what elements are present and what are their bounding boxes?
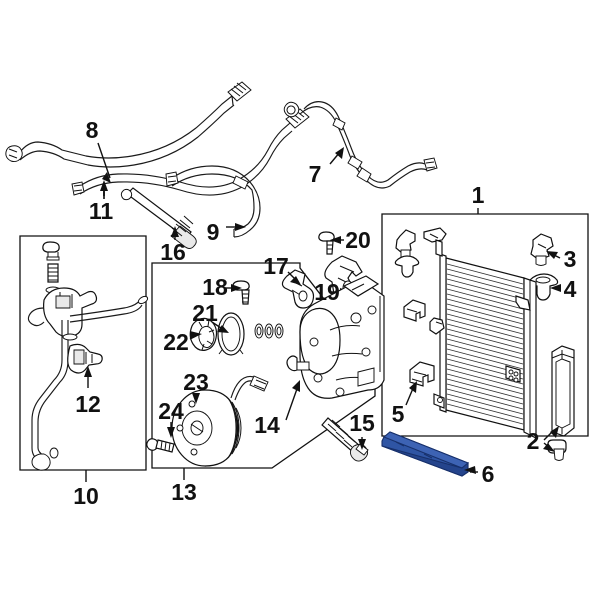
callout-16: [171, 226, 179, 240]
callout-label-14: 14: [254, 412, 280, 438]
part-upper-left-bracket: [395, 229, 416, 259]
callout-label-12: 12: [75, 391, 101, 417]
callout-2: [543, 426, 559, 452]
callout-label-17: 17: [263, 253, 289, 279]
callout-17: [287, 271, 301, 285]
callout-label-19: 19: [314, 279, 340, 305]
callout-label-20: 20: [345, 227, 371, 253]
callout-label-24: 24: [158, 398, 184, 424]
callout-label-7: 7: [309, 161, 322, 187]
part-2-receiver-drier: [551, 345, 575, 437]
part-24-clutch-bolt: [146, 438, 175, 453]
callout-18: [226, 284, 242, 292]
callout-label-3: 3: [564, 246, 577, 272]
part-14-compressor: [286, 275, 385, 399]
part-11-suction-line-lower: [71, 108, 310, 196]
panel-10-evaporator: [19, 235, 147, 471]
callout-7: [329, 147, 344, 165]
callout-12: [84, 366, 92, 388]
part-8-suction-line-upper: [5, 81, 252, 168]
callout-label-2: 2: [527, 428, 540, 454]
callout-label-8: 8: [86, 117, 99, 143]
callout-label-16: 16: [160, 239, 186, 265]
part-9-liquid-line: [165, 165, 261, 238]
callout-label-13: 13: [171, 479, 197, 505]
part-22-shim-plate: [189, 317, 218, 351]
callout-label-22: 22: [163, 329, 189, 355]
part-10-evaporator-lines: [27, 241, 149, 471]
callout-20: [330, 236, 344, 244]
part-6-condenser-lower-seal[interactable]: [381, 431, 470, 477]
part-15-mount-bolt: [321, 417, 369, 462]
part-18-bolt: [232, 280, 250, 305]
part-mid-left-cushion: [403, 299, 426, 322]
callout-label-5: 5: [392, 401, 405, 427]
callout-23: [192, 393, 200, 404]
callout-9: [226, 223, 246, 231]
callout-24: [167, 422, 175, 438]
callout-label-6: 6: [482, 461, 495, 487]
part-20-bolt: [318, 231, 335, 255]
callout-22: [189, 331, 202, 340]
callout-5: [405, 381, 417, 406]
callout-21: [211, 321, 229, 333]
callout-14: [285, 380, 300, 421]
callout-15: [358, 437, 366, 450]
callout-label-4: 4: [564, 276, 577, 302]
part-o-ring-set: [254, 323, 284, 339]
part-23-clutch-pulley: [171, 375, 269, 467]
callout-label-11: 11: [89, 198, 114, 224]
part-3-upper-bracket: [530, 233, 554, 266]
condenser-fins: [446, 263, 524, 425]
callout-11-arrow: [100, 180, 108, 196]
callout-label-21: 21: [192, 300, 218, 326]
callout-label-18: 18: [202, 274, 228, 300]
callout-label-23: 23: [183, 369, 209, 395]
part-21-clutch-ring: [217, 312, 245, 356]
callout-label-9: 9: [207, 219, 220, 245]
callout-label-1: 1: [472, 182, 485, 208]
part-7-discharge-hose: [283, 101, 438, 189]
callout-label-10: 10: [73, 483, 99, 509]
callout-6: [464, 466, 478, 474]
part-1-condenser-core: [423, 227, 537, 439]
callout-label-15: 15: [349, 410, 375, 436]
part-17-bracket: [281, 269, 315, 309]
callout-8: [97, 142, 111, 183]
part-upper-left-grommet: [394, 255, 420, 278]
part-16-long-bolt: [120, 187, 197, 249]
part-5-lower-cushion: [409, 361, 435, 387]
callout-4: [550, 284, 561, 292]
callout-3: [546, 251, 561, 259]
